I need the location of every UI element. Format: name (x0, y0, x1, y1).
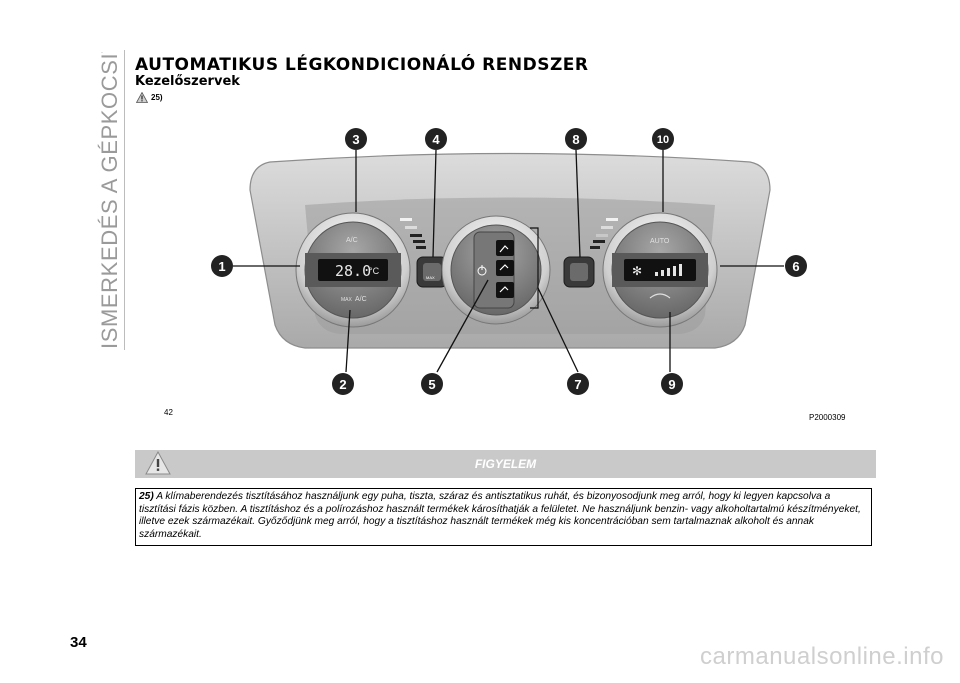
right-knob[interactable]: ✻ AUTO (602, 212, 718, 328)
warning-reference: 25) (136, 92, 163, 103)
callout-5: 5 (421, 373, 443, 395)
climate-control-figure: 28.0 °C A/C MAX A/C MAX (160, 120, 860, 430)
warning-text: A klímaberendezés tisztításához használj… (139, 491, 861, 540)
callout-3: 3 (345, 128, 367, 150)
warning-number: 25) (139, 491, 154, 502)
svg-text:4: 4 (432, 132, 440, 147)
warning-reference-number: 25) (151, 93, 163, 102)
figure-code: P2000309 (809, 413, 846, 422)
callout-7: 7 (567, 373, 589, 395)
svg-text:7: 7 (574, 377, 581, 392)
display-unit: °C (369, 266, 380, 276)
callout-4: 4 (425, 128, 447, 150)
svg-text:8: 8 (572, 132, 579, 147)
svg-text:3: 3 (352, 132, 359, 147)
svg-text:10: 10 (657, 134, 669, 146)
svg-text:✻: ✻ (632, 264, 642, 278)
svg-text:2: 2 (339, 377, 346, 392)
page-title: AUTOMATIKUS LÉGKONDICIONÁLÓ RENDSZER (135, 55, 589, 75)
side-title-text: ISMERKEDÉS A GÉPKOCSIVAL (97, 52, 122, 349)
fan-display (624, 259, 696, 281)
max-prefix: MAX (341, 297, 353, 303)
svg-text:5: 5 (428, 377, 435, 392)
warning-icon (136, 92, 148, 103)
left-vent-bars (400, 218, 426, 249)
svg-text:6: 6 (792, 259, 799, 274)
left-knob[interactable]: 28.0 °C A/C MAX A/C (295, 212, 411, 328)
warning-box: 25) A klímaberendezés tisztításához hasz… (135, 488, 872, 546)
temperature-display (318, 259, 388, 281)
rear-defrost-button[interactable] (563, 256, 595, 288)
page-subtitle: Kezelőszervek (135, 74, 240, 89)
svg-text:1: 1 (218, 259, 225, 274)
warning-header: FIGYELEM (135, 450, 876, 478)
max-defrost-label: MAX (426, 275, 435, 280)
right-vent-bars (590, 218, 618, 249)
center-knob[interactable] (441, 215, 551, 325)
callout-2: 2 (332, 373, 354, 395)
callout-1: 1 (211, 255, 233, 277)
callout-8: 8 (565, 128, 587, 150)
callout-9: 9 (661, 373, 683, 395)
figure-number: 42 (164, 408, 173, 417)
callout-lines (233, 149, 784, 373)
callout-6: 6 (785, 255, 807, 277)
max-defrost-button[interactable]: MAX (416, 256, 448, 288)
svg-text:9: 9 (668, 377, 675, 392)
auto-label: AUTO (650, 238, 670, 245)
callout-10: 10 (652, 128, 674, 150)
display-temperature: 28.0 (335, 262, 371, 280)
page-number: 34 (70, 634, 87, 651)
max-ac-label: A/C (355, 296, 367, 303)
warning-header-label: FIGYELEM (474, 457, 537, 471)
ac-label: A/C (346, 237, 358, 244)
watermark: carmanualsonline.info (700, 643, 944, 670)
side-title: ISMERKEDÉS A GÉPKOCSIVAL (84, 11, 124, 352)
warning-triangle-icon (145, 451, 171, 475)
side-divider (124, 50, 125, 350)
